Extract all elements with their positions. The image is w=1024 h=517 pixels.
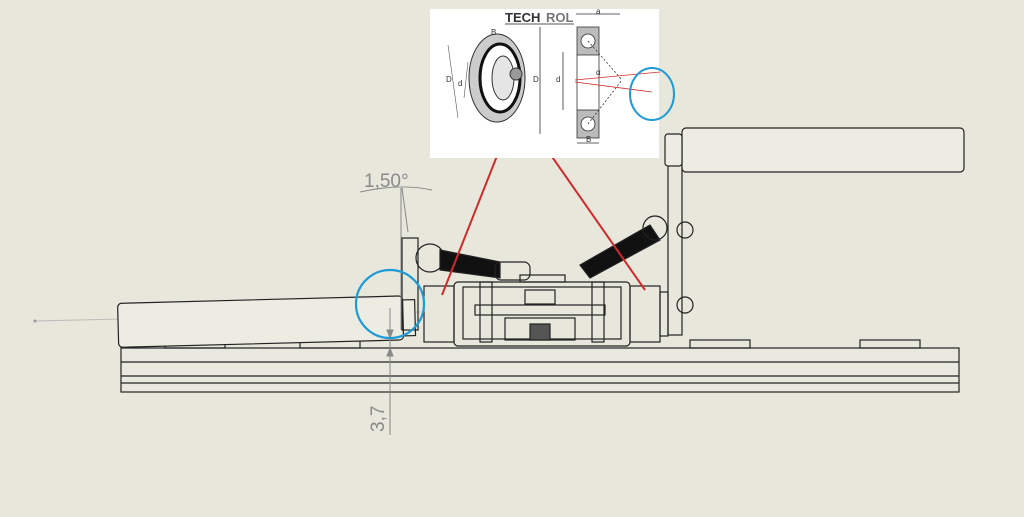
svg-text:a: a	[596, 7, 601, 16]
bearing-3d-illustration	[447, 33, 526, 123]
right-roller	[664, 127, 965, 173]
highlight-circle-contact-angle	[629, 67, 675, 121]
base-rail	[120, 339, 960, 393]
gap-dimension	[386, 308, 394, 435]
svg-text:α: α	[596, 68, 601, 77]
left-roller	[117, 295, 417, 348]
right-bracket	[579, 139, 694, 343]
svg-text:B: B	[491, 28, 496, 37]
bearing-inset: TECH ROL B D d	[430, 7, 675, 158]
angle-dimension	[359, 186, 433, 330]
svg-text:B: B	[586, 135, 591, 144]
bearing-section-drawing	[539, 13, 661, 144]
center-carriage	[453, 274, 631, 347]
gap-dimension-label: 3,7	[368, 406, 389, 432]
highlight-circle-contact	[354, 268, 426, 340]
svg-text:D: D	[446, 75, 452, 84]
angle-dimension-label: 1,50°	[364, 171, 409, 192]
svg-text:d: d	[556, 75, 560, 84]
svg-text:D: D	[533, 75, 539, 84]
techrol-logo: TECH	[505, 10, 540, 25]
svg-text:d: d	[458, 79, 462, 88]
svg-text:ROL: ROL	[546, 10, 574, 25]
